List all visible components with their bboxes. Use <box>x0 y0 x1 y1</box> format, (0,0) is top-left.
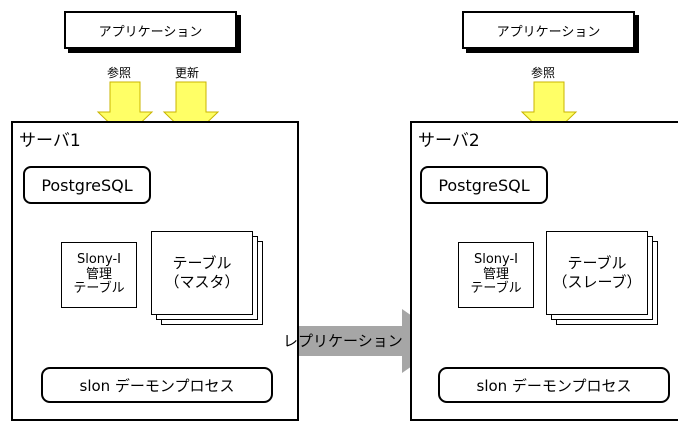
server1-slon-daemon-label: slon デーモンプロセス <box>79 376 235 395</box>
server1-arrow-label-read: 参照 <box>107 66 132 80</box>
server1-table-line1: テーブル <box>172 254 232 273</box>
server1-slony-mgmt-table: Slony-I 管理 テーブル <box>61 242 137 308</box>
server2-arrow-label-read: 参照 <box>531 66 556 80</box>
server1-mgmt-line3: テーブル <box>73 281 125 297</box>
server1-postgresql-label: PostgreSQL <box>41 175 133 195</box>
server1-mgmt-line2: 管理 <box>85 266 112 282</box>
server1-application-box: アプリケーション <box>64 11 237 49</box>
replication-arrow <box>270 309 448 373</box>
replication-label: レプリケーション <box>283 332 403 350</box>
server2-slon-daemon-label: slon デーモンプロセス <box>476 376 632 395</box>
server1-mgmt-line1: Slony-I <box>76 251 122 267</box>
server2-table-line2: （スレーブ） <box>552 273 642 291</box>
server2-mgmt-line1: Slony-I <box>473 251 519 267</box>
server2-postgresql-label: PostgreSQL <box>438 175 530 195</box>
server1-table-line2: （マスタ） <box>164 273 240 291</box>
server2-table-slave: テーブル （スレーブ） <box>546 231 648 315</box>
server2-slony-mgmt-table: Slony-I 管理 テーブル <box>458 242 534 308</box>
server2-slon-daemon-box: slon デーモンプロセス <box>438 367 670 403</box>
server2-table-line1: テーブル <box>567 254 627 273</box>
server2-postgresql-box: PostgreSQL <box>420 166 548 204</box>
server2-mgmt-line2: 管理 <box>482 266 509 282</box>
server1-slon-daemon-box: slon デーモンプロセス <box>41 367 273 403</box>
server2-application-label: アプリケーション <box>496 24 601 40</box>
server1-arrow-label-write: 更新 <box>175 66 200 80</box>
server2-label: サーバ2 <box>418 131 480 151</box>
server1-postgresql-box: PostgreSQL <box>23 166 151 204</box>
server1-label: サーバ1 <box>19 131 81 151</box>
server1-application-label: アプリケーション <box>98 24 203 40</box>
server2-application-box: アプリケーション <box>462 11 635 49</box>
server1-table-master: テーブル （マスタ） <box>151 231 253 315</box>
server2-mgmt-line3: テーブル <box>470 281 522 297</box>
